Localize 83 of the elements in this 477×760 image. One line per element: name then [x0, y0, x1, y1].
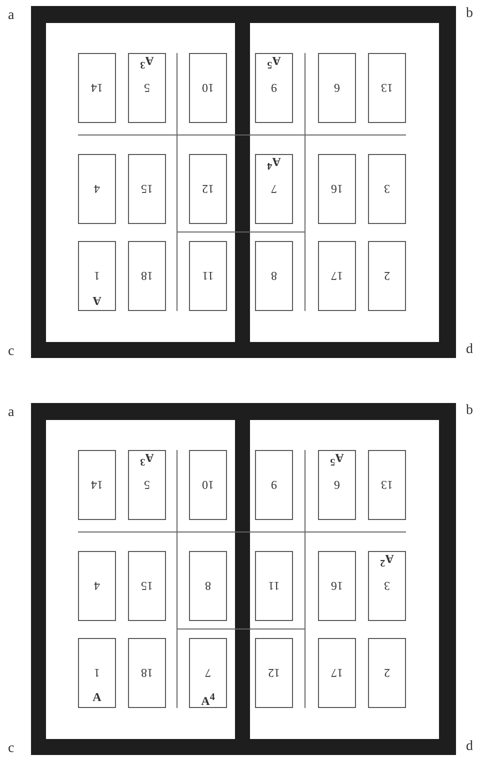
- page-number: 14: [90, 478, 104, 491]
- page-box: [189, 450, 227, 520]
- corner-label: a: [8, 8, 14, 24]
- page-box: [255, 551, 293, 621]
- page-number: 4: [93, 182, 101, 195]
- page-number: 3: [383, 579, 391, 592]
- page-number: 15: [140, 579, 154, 592]
- page-box: [189, 638, 227, 708]
- page-number: 1: [93, 666, 101, 679]
- page-box: [128, 450, 166, 520]
- page-number: 5: [143, 81, 151, 94]
- page-box: [368, 450, 406, 520]
- page-box: [318, 638, 356, 708]
- page-box: [368, 53, 406, 123]
- page-box: [189, 551, 227, 621]
- page-box: [128, 154, 166, 224]
- corner-label: b: [466, 403, 473, 419]
- page-box: [128, 551, 166, 621]
- page-number: 6: [333, 478, 341, 491]
- page-number: 9: [270, 478, 278, 491]
- page-box: [255, 638, 293, 708]
- page-number: 15: [140, 182, 154, 195]
- page-number: 3: [383, 182, 391, 195]
- page-box: [368, 241, 406, 311]
- page-box: [128, 53, 166, 123]
- page-box: [78, 450, 116, 520]
- page-box: [255, 241, 293, 311]
- page-number: 9: [270, 81, 278, 94]
- corner-label: b: [466, 6, 473, 22]
- page-number: 16: [330, 182, 344, 195]
- corner-label: c: [8, 741, 14, 757]
- page-box: [78, 53, 116, 123]
- page-box: [318, 53, 356, 123]
- page-box: [128, 638, 166, 708]
- page-box: [255, 53, 293, 123]
- page-number: 10: [201, 478, 215, 491]
- page-box: [318, 551, 356, 621]
- page-number: 10: [201, 81, 215, 94]
- corner-label: d: [466, 739, 473, 755]
- page-number: 4: [93, 579, 101, 592]
- page-number: 17: [330, 666, 344, 679]
- page-number: 7: [204, 666, 212, 679]
- signature-mark: A: [92, 691, 102, 704]
- page-number: 8: [270, 269, 278, 282]
- page-number: 17: [330, 269, 344, 282]
- signature-mark: A: [92, 294, 102, 307]
- page-number: 2: [383, 269, 391, 282]
- page-box: [78, 551, 116, 621]
- page-box: [128, 241, 166, 311]
- page-number: 12: [267, 666, 281, 679]
- page-number: 12: [201, 182, 215, 195]
- page-box: [368, 154, 406, 224]
- page-number: 13: [380, 81, 394, 94]
- page-box: [368, 638, 406, 708]
- page-number: 6: [333, 81, 341, 94]
- page-number: 16: [330, 579, 344, 592]
- page-box: [255, 450, 293, 520]
- page-number: 18: [140, 666, 154, 679]
- page-number: 11: [267, 579, 281, 592]
- page-number: 1: [93, 269, 101, 282]
- page-box: [318, 154, 356, 224]
- page-box: [189, 53, 227, 123]
- corner-label: c: [8, 344, 14, 360]
- page-number: 18: [140, 269, 154, 282]
- page-box: [189, 154, 227, 224]
- page-number: 14: [90, 81, 104, 94]
- page-box: [78, 241, 116, 311]
- page-number: 7: [270, 182, 278, 195]
- page-number: 13: [380, 478, 394, 491]
- corner-label: d: [466, 342, 473, 358]
- page-box: [318, 450, 356, 520]
- page-number: 2: [383, 666, 391, 679]
- corner-label: a: [8, 405, 14, 421]
- signature-mark: A$^{4}$: [200, 691, 216, 708]
- page-box: [368, 551, 406, 621]
- page-box: [189, 241, 227, 311]
- page-box: [78, 638, 116, 708]
- page-number: 8: [204, 579, 212, 592]
- page-box: [78, 154, 116, 224]
- page-box: [255, 154, 293, 224]
- page-number: 5: [143, 478, 151, 491]
- page-box: [318, 241, 356, 311]
- page-number: 11: [201, 269, 215, 282]
